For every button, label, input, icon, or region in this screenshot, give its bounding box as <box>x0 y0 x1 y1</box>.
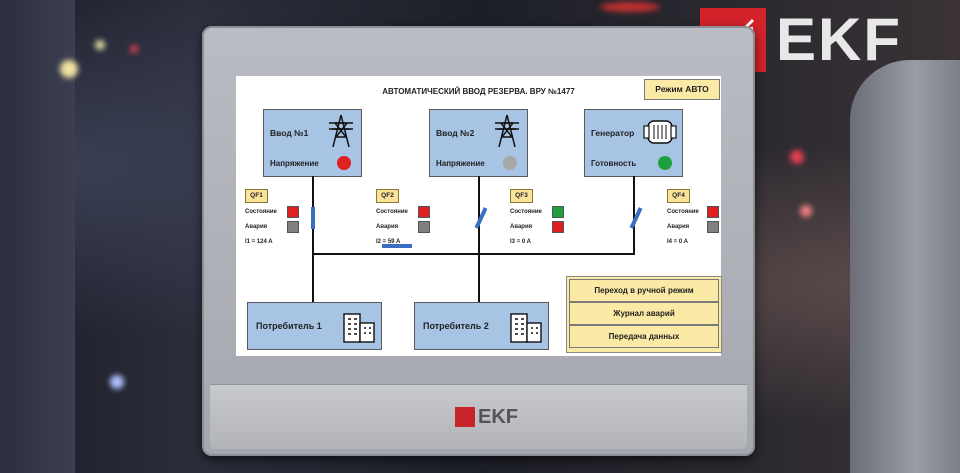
screen-title: АВТОМАТИЧЕСКИЙ ВВОД РЕЗЕРВА. ВРУ №1477 <box>382 87 575 96</box>
breaker-state-indicator <box>418 206 430 218</box>
breaker-current: I1 = 124 A <box>245 239 273 245</box>
breaker-fault-label: Авария <box>376 224 399 230</box>
consumer-name: Потребитель 2 <box>423 321 489 331</box>
breaker-fault-indicator <box>287 221 299 233</box>
bokeh-light <box>60 60 78 78</box>
source-status-label: Готовность <box>591 159 637 168</box>
source-status-label: Напряжение <box>436 159 485 168</box>
hmi-bezel-bottom: EKF <box>210 384 747 449</box>
bokeh-light <box>95 40 105 50</box>
source-input-1[interactable]: Ввод №1 Напряжение <box>263 109 362 177</box>
hmi-screen: АВТОМАТИЧЕСКИЙ ВВОД РЕЗЕРВА. ВРУ №1477 Р… <box>236 76 722 356</box>
source-generator[interactable]: Генератор Готовность <box>584 109 683 177</box>
breaker-fault-indicator <box>707 221 719 233</box>
breaker-fault-indicator <box>552 221 564 233</box>
readiness-lamp <box>658 156 672 170</box>
bokeh-light <box>600 2 660 12</box>
feeder-1-line <box>312 176 314 302</box>
breaker-state-label: Состояние <box>667 209 699 215</box>
power-tower-icon <box>329 114 353 148</box>
bokeh-light <box>110 375 124 389</box>
breaker-qf1-symbol[interactable] <box>311 207 315 229</box>
breaker-current: I3 = 0 A <box>510 239 531 245</box>
bokeh-light <box>130 45 138 53</box>
feeder-2-line <box>478 176 480 302</box>
breaker-state-indicator <box>707 206 719 218</box>
breaker-qf1-tag: QF1 <box>245 189 268 203</box>
breaker-state-label: Состояние <box>510 209 542 215</box>
breaker-fault-indicator <box>418 221 430 233</box>
breaker-state-label: Состояние <box>245 209 277 215</box>
mode-auto-button[interactable]: Режим АВТО <box>644 79 720 100</box>
generator-icon <box>643 120 677 144</box>
bokeh-light <box>790 150 804 164</box>
building-icon <box>343 313 375 343</box>
power-tower-icon <box>495 114 519 148</box>
source-name: Ввод №2 <box>436 128 475 138</box>
source-status-label: Напряжение <box>270 159 319 168</box>
device-logo-text: EKF <box>478 406 518 428</box>
breaker-state-indicator <box>552 206 564 218</box>
device-logo-mark <box>455 407 475 427</box>
breaker-current: I2 = 59 A <box>376 239 401 245</box>
breaker-qf2-symbol[interactable] <box>382 244 412 248</box>
voltage-lamp <box>337 156 351 170</box>
consumer-name: Потребитель 1 <box>256 321 322 331</box>
cabinet-right-panel <box>850 60 960 473</box>
breaker-state-label: Состояние <box>376 209 408 215</box>
breaker-qf4-symbol[interactable] <box>629 207 643 229</box>
device-logo: EKF <box>455 407 518 427</box>
breaker-qf2-tag: QF2 <box>376 189 399 203</box>
breaker-qf3-tag: QF3 <box>510 189 533 203</box>
breaker-fault-label: Авария <box>667 224 690 230</box>
voltage-lamp <box>503 156 517 170</box>
breaker-fault-label: Авария <box>510 224 533 230</box>
breaker-fault-label: Авария <box>245 224 268 230</box>
bokeh-light <box>800 205 812 217</box>
source-name: Ввод №1 <box>270 128 309 138</box>
source-input-2[interactable]: Ввод №2 Напряжение <box>429 109 528 177</box>
breaker-qf3-symbol[interactable] <box>474 207 488 229</box>
ekf-logo-text: EKF <box>776 6 902 73</box>
building-icon <box>510 313 542 343</box>
breaker-state-indicator <box>287 206 299 218</box>
consumer-1[interactable]: Потребитель 1 <box>247 302 382 350</box>
cabinet-left-panel <box>0 0 75 473</box>
bus-bar <box>312 253 635 255</box>
data-transfer-button[interactable]: Передача данных <box>569 325 719 348</box>
breaker-qf4-tag: QF4 <box>667 189 690 203</box>
breaker-current: I4 = 0 A <box>667 239 688 245</box>
manual-mode-button[interactable]: Переход в ручной режим <box>569 279 719 302</box>
fault-log-button[interactable]: Журнал аварий <box>569 302 719 325</box>
source-name: Генератор <box>591 128 635 138</box>
consumer-2[interactable]: Потребитель 2 <box>414 302 549 350</box>
